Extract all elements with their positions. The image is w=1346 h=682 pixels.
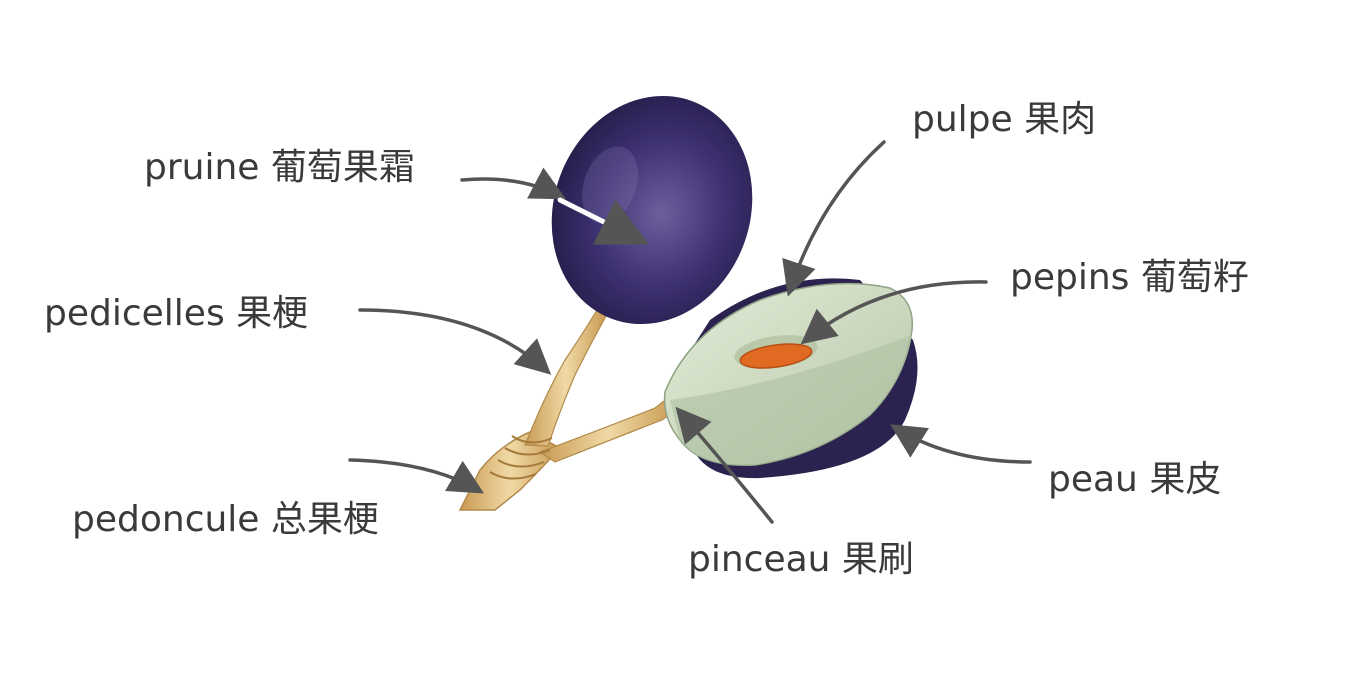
label-pruine: pruine 葡萄果霜 (144, 147, 415, 188)
label-pepins: pepins 葡萄籽 (1010, 257, 1249, 298)
label-peau: peau 果皮 (1048, 459, 1222, 500)
arrow-peau (890, 424, 1032, 464)
pedicel-upper (524, 309, 607, 447)
arrow-pedicelles (358, 308, 552, 375)
arrow-pruine-inner (557, 197, 649, 245)
arrow-pruine (460, 167, 567, 200)
seed (739, 343, 813, 369)
pointer-arrows (348, 140, 1032, 524)
label-pedicelles: pedicelles 果梗 (44, 293, 309, 334)
arrow-pulpe (782, 140, 886, 297)
arrow-pedoncule (348, 458, 485, 494)
stem-structure (458, 309, 677, 511)
peduncle-rings (489, 435, 553, 480)
arrow-pinceau (675, 406, 774, 524)
label-pinceau: pinceau 果刷 (688, 539, 914, 580)
label-pulpe: pulpe 果肉 (912, 99, 1097, 140)
arrow-pepins (800, 280, 988, 345)
label-pedoncule: pedoncule 总果梗 (72, 499, 379, 540)
cut-grape-inner-shadow (670, 335, 912, 466)
cut-grape (663, 278, 918, 479)
